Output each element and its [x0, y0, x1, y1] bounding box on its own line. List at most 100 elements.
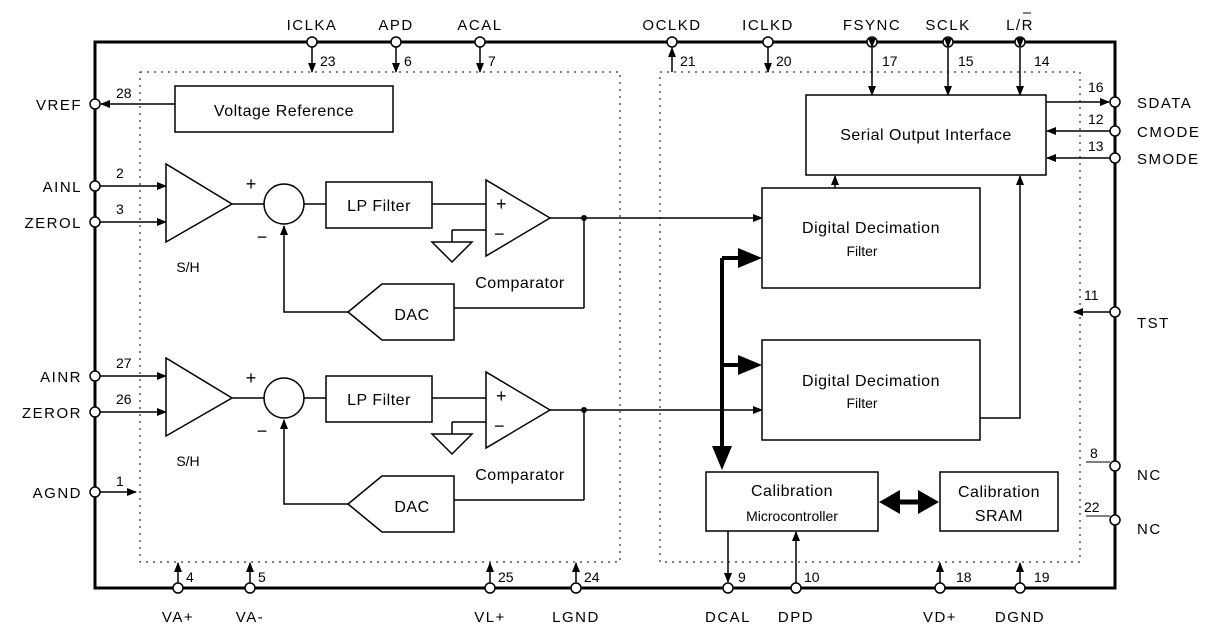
sh-left-label: S/H: [176, 259, 199, 275]
dac-left: [346, 283, 455, 341]
pin-tst: TST 11: [1073, 287, 1170, 332]
pin-iclkd-name: ICLKD: [742, 17, 794, 34]
pin-vref-name: VREF: [36, 97, 82, 114]
pin-agnd: AGND 1: [33, 473, 137, 502]
pin-vref-num: 28: [116, 85, 132, 101]
voltage-reference-label: Voltage Reference: [214, 103, 354, 120]
pin-zeror-num: 26: [116, 391, 132, 407]
comp-plus-right: +: [496, 386, 507, 406]
dac-left-label: DAC: [394, 307, 429, 324]
pin-nc-8-name: NC: [1137, 467, 1162, 484]
pin-acal: ACAL 7: [457, 17, 502, 73]
sh-amplifier-left: [165, 162, 234, 244]
pin-dpd-name: DPD: [778, 609, 814, 626]
serial-output-interface-block: Serial Output Interface: [805, 94, 1047, 176]
pin-dpd-num: 10: [804, 569, 820, 585]
pin-zerol-num: 3: [116, 201, 124, 217]
pin-ainr-name: AINR: [40, 369, 82, 386]
sh-amplifier-right: [165, 356, 234, 438]
pin-lgnd-num: 24: [584, 569, 600, 585]
pin-acal-num: 7: [488, 53, 496, 69]
comp-minus-right: −: [494, 416, 505, 436]
pin-iclka: ICLKA 23: [287, 17, 338, 73]
pin-iclkd: ICLKD 20: [742, 17, 794, 73]
pin-sclk-num: 15: [958, 53, 974, 69]
pin-va-minus: VA- 5: [236, 562, 266, 626]
decimation-filter-right: Digital Decimation Filter: [761, 339, 981, 441]
pin-sdata: SDATA 16: [1046, 79, 1191, 112]
dac-right-label: DAC: [394, 499, 429, 516]
pin-oclkd: OCLKD 21: [642, 17, 700, 72]
pin-fsync: FSYNC 17: [843, 17, 901, 96]
summing-junction-right: [263, 377, 305, 419]
pin-dcal-name: DCAL: [705, 609, 751, 626]
cal-micro-line1: Calibration: [751, 483, 833, 500]
pin-nc-22-name: NC: [1137, 521, 1162, 538]
pin-smode: SMODE 13: [1046, 138, 1198, 168]
comparator-right-label: Comparator: [475, 467, 565, 484]
pin-lr: L/R 14: [1006, 12, 1050, 96]
sum-minus-right: −: [257, 421, 268, 441]
pin-lr-num: 14: [1034, 53, 1050, 69]
right-channel: S/H + − LP Filter + − Comparator DAC: [165, 356, 763, 533]
pin-tst-name: TST: [1137, 315, 1170, 332]
pin-zeror: ZEROR 26: [22, 391, 167, 422]
pin-apd-num: 6: [404, 53, 412, 69]
pin-vl-plus-num: 25: [498, 569, 514, 585]
lp-filter-left: [325, 181, 433, 229]
analog-region: [139, 71, 621, 563]
decimation-left-line2: Filter: [846, 243, 877, 259]
pin-apd-name: APD: [378, 17, 413, 34]
pin-ainl-num: 2: [116, 165, 124, 181]
pin-fsync-num: 17: [882, 53, 898, 69]
comparator-left-label: Comparator: [475, 275, 565, 292]
pin-lgnd-name: LGND: [552, 609, 600, 626]
sum-plus-left: +: [246, 174, 257, 194]
pin-cmode-num: 12: [1088, 111, 1104, 127]
pin-agnd-name: AGND: [33, 485, 82, 502]
comparator-right: [485, 370, 552, 450]
cal-sram-line2: SRAM: [975, 508, 1023, 525]
pin-dpd: DPD 10: [778, 531, 820, 626]
lp-filter-right: [325, 375, 433, 423]
serial-output-interface-label: Serial Output Interface: [840, 127, 1012, 144]
pin-iclka-name: ICLKA: [287, 17, 338, 34]
pin-lr-name: L/R: [1006, 17, 1034, 34]
dac-right: [346, 475, 455, 533]
pin-dgnd-num: 19: [1034, 569, 1050, 585]
pin-zerol: ZEROL 3: [24, 201, 167, 232]
pin-va-plus-name: VA+: [162, 609, 194, 626]
calibration-bus: [712, 248, 762, 470]
sum-plus-right: +: [246, 368, 257, 388]
pin-ainr: AINR 27: [40, 355, 167, 386]
voltage-reference-block: Voltage Reference: [174, 85, 394, 133]
pin-acal-name: ACAL: [457, 17, 502, 34]
pin-oclkd-num: 21: [680, 53, 696, 69]
pin-va-minus-name: VA-: [236, 609, 264, 626]
pin-nc-22-num: 22: [1084, 499, 1100, 515]
pin-vl-plus-name: VL+: [474, 609, 506, 626]
ground-symbol-left: [430, 241, 474, 264]
calibration-microcontroller-block: Calibration Microcontroller: [705, 471, 879, 532]
comp-plus-left: +: [496, 194, 507, 214]
pin-fsync-name: FSYNC: [843, 17, 901, 34]
lp-filter-right-label: LP Filter: [347, 392, 411, 409]
pin-sdata-num: 16: [1088, 79, 1104, 95]
pin-dcal-num: 9: [738, 569, 746, 585]
pin-va-plus-num: 4: [186, 569, 194, 585]
calibration-sram-block: Calibration SRAM: [939, 471, 1059, 532]
pin-dgnd-name: DGND: [995, 609, 1045, 626]
pin-vd-plus: VD+ 18: [923, 562, 972, 626]
pin-vref: VREF 28: [36, 85, 175, 114]
cal-micro-line2: Microcontroller: [746, 508, 838, 524]
decimation-right-line2: Filter: [846, 395, 877, 411]
pin-nc-8: NC 8: [1086, 445, 1162, 484]
pin-cmode-name: CMODE: [1137, 124, 1200, 141]
pin-nc-22: NC 22: [1084, 499, 1162, 538]
ground-symbol-right: [430, 433, 474, 456]
pin-sclk: SCLK 15: [925, 17, 974, 96]
pin-iclkd-num: 20: [776, 53, 792, 69]
decimation-filter-left: Digital Decimation Filter: [761, 187, 981, 289]
pin-ainl: AINL 2: [43, 165, 167, 196]
pin-vl-plus: VL+ 25: [474, 562, 514, 626]
